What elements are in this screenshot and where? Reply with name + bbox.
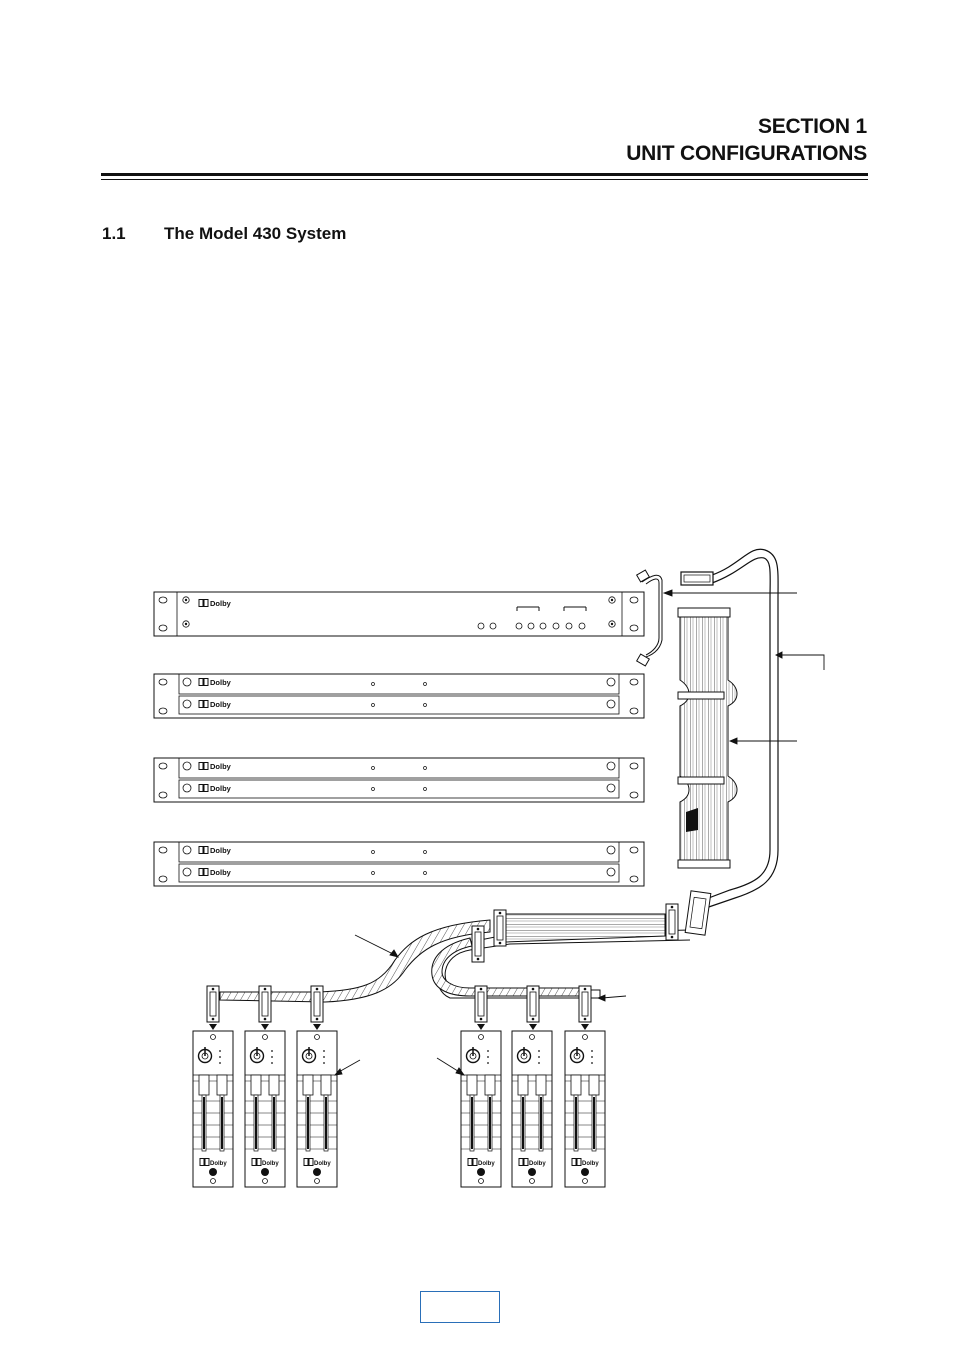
cat-modules (193, 1031, 605, 1187)
round-cable (680, 548, 779, 911)
heading-rule-thin (101, 179, 868, 180)
svg-text:Dolby: Dolby (210, 599, 232, 608)
ribbon-cable-vertical (677, 607, 738, 869)
svg-text:Dolby: Dolby (210, 868, 232, 877)
section-heading: SECTION 1 UNIT CONFIGURATIONS (626, 113, 867, 167)
subsection-heading: 1.1 The Model 430 System (102, 224, 346, 244)
dual-frame-3: Dolby Dolby (153, 841, 645, 887)
ribbon-cable-main (219, 890, 712, 1003)
svg-text:Dolby: Dolby (210, 678, 232, 687)
section-title: UNIT CONFIGURATIONS (626, 142, 867, 165)
link-cable (635, 569, 663, 667)
svg-text:Dolby: Dolby (210, 762, 232, 771)
callout-lines (333, 589, 825, 1076)
svg-text:Dolby: Dolby (210, 784, 232, 793)
heading-rule-thick (101, 173, 868, 176)
module-connectors (206, 985, 592, 1030)
dual-frame-1: Dolby Dolby (153, 673, 645, 719)
svg-text:Dolby: Dolby (210, 846, 232, 855)
main-unit: Dolby (153, 591, 645, 637)
section-number: SECTION 1 (757, 115, 867, 138)
svg-text:Dolby: Dolby (210, 700, 232, 709)
dual-frame-2: Dolby Dolby (153, 757, 645, 803)
subsection-number: 1.1 (102, 224, 126, 243)
page-number-box (420, 1291, 500, 1323)
subsection-title: The Model 430 System (164, 224, 347, 243)
